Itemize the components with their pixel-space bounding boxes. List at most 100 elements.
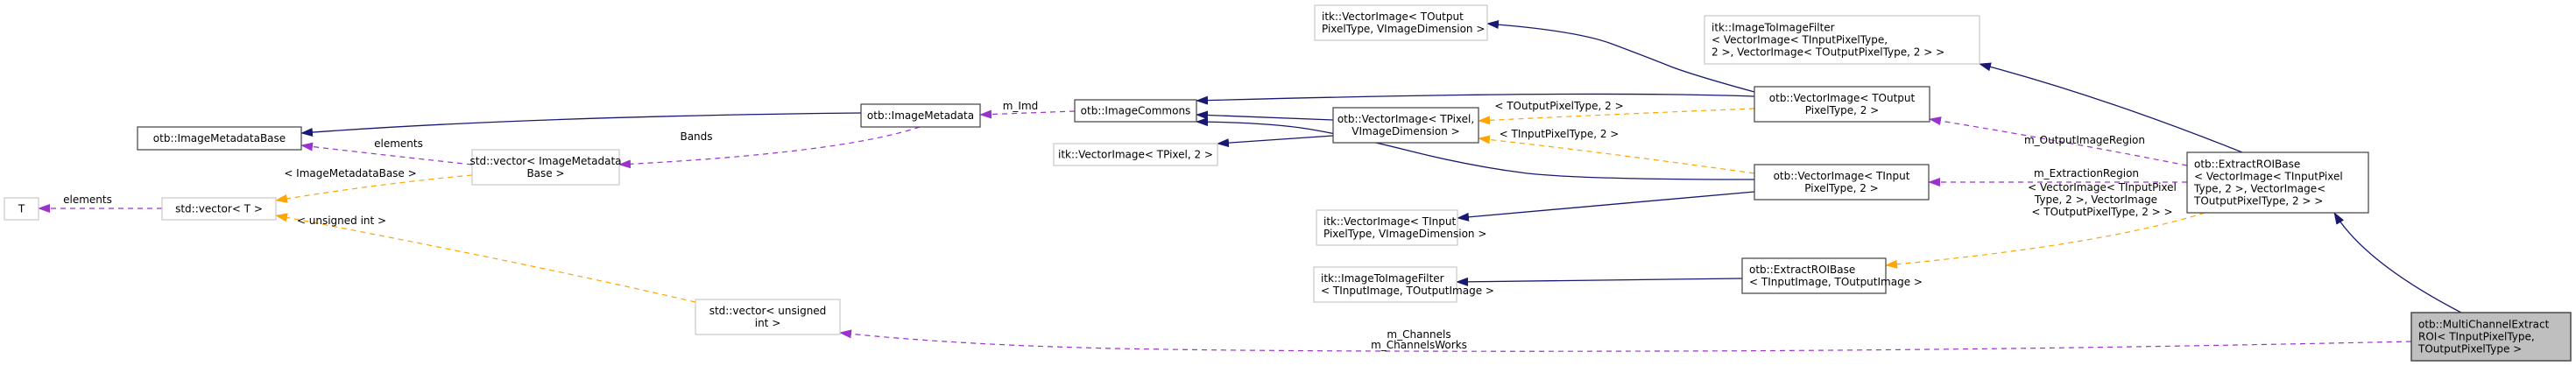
node-label: TOutputPixelType > [2417,343,2522,355]
edge-label: < VectorImage< TInputPixel [2028,181,2177,194]
node-box [1074,99,1197,123]
template-edge-vecImdBase-to-vecT [275,174,473,203]
inheritance-edge-otbVecTPixel-to-imgCommons [1196,110,1334,121]
node-label: PixelType, 2 > [1804,182,1878,194]
node-box [2410,312,2572,362]
inheritance-edge-extractBase-to-itkI2I [1456,277,1743,286]
class-node-T: T [4,197,39,221]
inheritance-edge-otbVecTOut-to-imgCommons [1196,93,1755,105]
class-node-itkVecTPixel2: itk::VectorImage< TPixel, 2 > [1053,143,1218,166]
node-label: Type, 2 >, VectorImage< [2193,183,2325,195]
class-node-imgCommons[interactable]: otb::ImageCommons [1074,99,1197,123]
node-label: PixelType, VImageDimension > [1322,23,1485,35]
edge-label: < ImageMetadataBase > [284,167,416,179]
edge-label: m_OutputImageRegion [2024,134,2145,146]
edge-label: m_ChannelsWorks [1371,339,1467,351]
node-label: 2 >, VectorImage< TOutputPixelType, 2 > … [1711,46,1944,59]
node-label: otb::ImageMetadataBase [153,132,286,144]
inheritance-edge-extractBaseVec-to-itkI2IVec [1979,62,2243,153]
edge-label: elements [374,137,423,150]
node-box [4,197,39,221]
node-box [1053,143,1218,166]
inheritance-edge-otbVecTIn-to-imgCommons [1196,117,1755,180]
template-edge-extractBaseVec-to-extractBase [1885,212,2205,269]
class-node-itkVecTOut: itk::VectorImage< TOutputPixelType, VIma… [1314,4,1488,41]
usage-edge-vecImdBase-to-imdBase [300,142,473,165]
template-edge-otbVecTIn-to-otbVecTPixel [1478,135,1755,174]
node-label: int > [755,317,781,329]
usage-edge-imgCommons-to-imd [979,109,1076,119]
node-label: otb::VectorImage< TInput [1774,170,1910,182]
edge-label: < TOutputPixelType, 2 > [1494,100,1623,112]
edge-labels-layer: elements elements < ImageMetadataBase > Ban… [63,100,2177,351]
node-box [1754,164,1930,201]
node-label: otb::MultiChannelExtract [2418,319,2550,331]
class-node-itkVecTIn: itk::VectorImage< TInputPixelType, VImag… [1316,209,1486,246]
edge-label: m_Channels [1387,328,1450,341]
node-label: itk::VectorImage< TPixel, 2 > [1058,149,1213,161]
edge-label: Type, 2 >, VectorImage [2034,194,2157,206]
node-label: itk::ImageToImageFilter [1321,272,1444,285]
node-label: otb::ImageMetadata [867,109,974,122]
node-label: itk::VectorImage< TInput [1323,215,1456,228]
inheritance-edge-imd-to-imdBase [300,112,862,137]
edge-label: Bands [680,130,712,143]
node-label: std::vector< ImageMetadata [470,155,622,167]
class-node-extractBase[interactable]: otb::ExtractROIBase< TInputImage, TOutpu… [1741,257,1923,294]
template-edge-otbVecTOut-to-otbVecTPixel [1478,108,1755,125]
class-node-vecImdBase: std::vector< ImageMetadataBase > [470,149,622,186]
class-node-otbVecTPixel[interactable]: otb::VectorImage< TPixel,VImageDimension… [1332,107,1479,144]
node-box [1704,15,1980,65]
usage-edge-mcExtract-to-vecUInt [839,329,2412,352]
class-node-imd[interactable]: otb::ImageMetadata [860,103,981,128]
node-box [1332,107,1479,144]
edge-label: < TInputPixelType, 2 > [1500,128,1620,140]
node-label: ROI< TInputPixelType, [2418,331,2535,343]
node-label: otb::VectorImage< TPixel, [1337,113,1474,125]
inheritance-edge-otbVecTPixel-to-itkVecTPixel2 [1217,135,1334,148]
edge-label: < unsigned int > [297,215,386,227]
node-label: Base > [526,167,564,179]
node-label: < TInputImage, TOutputImage > [1749,276,1923,288]
node-label: < VectorImage< TInputPixel [2194,171,2343,183]
inheritance-edge-mcExtract-to-extractBaseVec [2333,212,2462,313]
edges-layer [38,20,2462,352]
node-box [1316,209,1458,246]
edge-label: elements [63,194,112,206]
class-node-itkI2IVec: itk::ImageToImageFilter< VectorImage< TI… [1704,15,1980,65]
edge-label: m_ExtractionRegion [2034,167,2139,179]
usage-edge-extractBaseVec-to-otbVecTOut [1929,116,2188,166]
node-box [1741,257,1887,294]
node-label: otb::ExtractROIBase [2194,158,2300,171]
class-node-imdBase[interactable]: otb::ImageMetadataBase [137,126,302,151]
class-node-vecT: std::vector< T > [161,197,277,221]
class-node-extractBaseVec[interactable]: otb::ExtractROIBase< VectorImage< TInput… [2186,151,2369,214]
node-label: VImageDimension > [1352,125,1459,137]
node-box [1314,4,1488,41]
node-label: otb::VectorImage< TOutput [1769,92,1916,104]
class-node-itkI2I: itk::ImageToImageFilter< TInputImage, TO… [1313,266,1494,303]
class-node-otbVecTOut[interactable]: otb::VectorImage< TOutputPixelType, 2 > [1754,86,1930,123]
node-label: otb::ImageCommons [1081,105,1191,117]
node-label: itk::ImageToImageFilter [1711,22,1835,34]
node-label: PixelType, VImageDimension > [1323,228,1486,240]
template-edge-vecUInt-to-vecT [275,213,696,303]
edge-label: m_Imd [1003,100,1039,112]
node-box [161,197,277,221]
node-label: std::vector< T > [175,203,263,215]
edge-label: < TOutputPixelType, 2 > > [2031,206,2172,218]
node-box [1313,266,1457,303]
node-label: std::vector< unsigned [709,305,827,317]
node-label: < TInputImage, TOutputImage > [1321,285,1494,297]
node-box [137,126,302,151]
node-label: < VectorImage< TInputPixelType, [1711,34,1888,46]
inheritance-edge-otbVecTOut-to-itkVecTOut [1486,20,1755,93]
node-box [471,149,620,186]
node-label: itk::VectorImage< TOutput [1322,11,1464,23]
class-node-otbVecTIn[interactable]: otb::VectorImage< TInputPixelType, 2 > [1754,164,1930,201]
node-box [695,299,841,335]
